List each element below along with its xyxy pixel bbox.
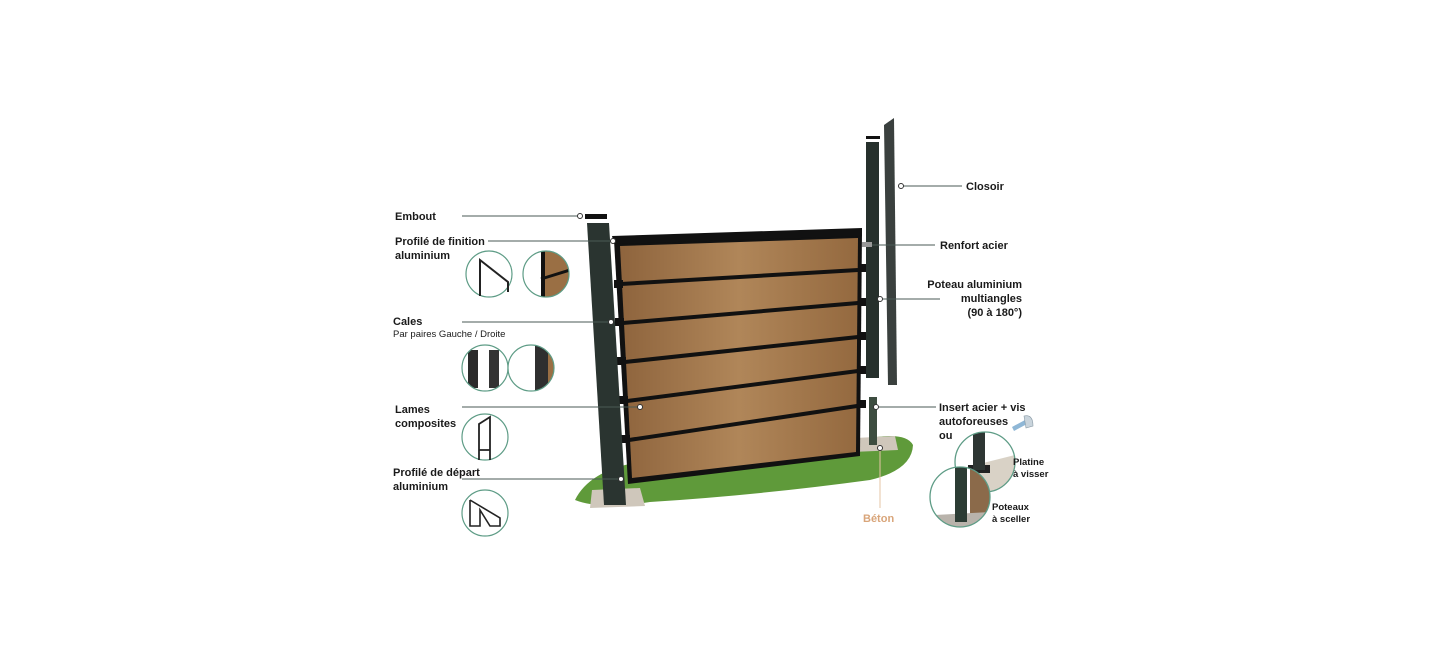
detail-start-profile-section <box>461 489 509 537</box>
label-insert-3: ou <box>939 430 952 442</box>
detail-cales-pair <box>461 344 509 392</box>
label-poteau-3: (90 à 180°) <box>967 307 1022 319</box>
detail-sealed-post <box>929 466 991 528</box>
screw-icon <box>1012 415 1034 431</box>
left-post <box>587 223 626 505</box>
label-cales: Cales <box>393 316 422 328</box>
label-sceller-2: à sceller <box>992 514 1030 525</box>
label-closoir: Closoir <box>966 181 1005 193</box>
label-renfort: Renfort acier <box>940 240 1009 252</box>
end-cap <box>585 214 607 219</box>
post-cap <box>866 136 880 139</box>
label-platine: Platine <box>1013 457 1044 468</box>
closoir-profile <box>884 118 897 385</box>
label-lames-2: composites <box>395 418 456 430</box>
right-post <box>866 142 879 378</box>
detail-finishing-profile-photo <box>522 250 570 298</box>
steel-insert <box>869 397 877 445</box>
label-cales-sub: Par paires Gauche / Droite <box>393 329 505 340</box>
cales-clips <box>614 264 866 443</box>
label-lames: Lames <box>395 404 430 416</box>
detail-cales-photo <box>507 344 555 392</box>
label-profile-depart-2: aluminium <box>393 481 448 493</box>
label-sceller: Poteaux <box>992 502 1030 513</box>
label-beton: Béton <box>863 513 894 525</box>
steel-reinforcement <box>862 242 872 247</box>
detail-finishing-profile-section <box>465 250 513 298</box>
label-insert: Insert acier + vis <box>939 402 1026 414</box>
label-profile-finition: Profilé de finition <box>395 236 485 248</box>
fence-panel <box>612 228 862 484</box>
label-embout: Embout <box>395 211 436 223</box>
label-platine-2: à visser <box>1013 469 1049 480</box>
detail-composite-board-section <box>461 413 509 461</box>
finishing-profile <box>612 228 862 244</box>
label-profile-depart: Profilé de départ <box>393 467 480 479</box>
label-profile-finition-2: aluminium <box>395 250 450 262</box>
leader-lines <box>462 183 962 508</box>
label-poteau: Poteau aluminium <box>927 279 1022 291</box>
label-poteau-2: multiangles <box>961 293 1022 305</box>
label-insert-2: autoforeuses <box>939 416 1008 428</box>
